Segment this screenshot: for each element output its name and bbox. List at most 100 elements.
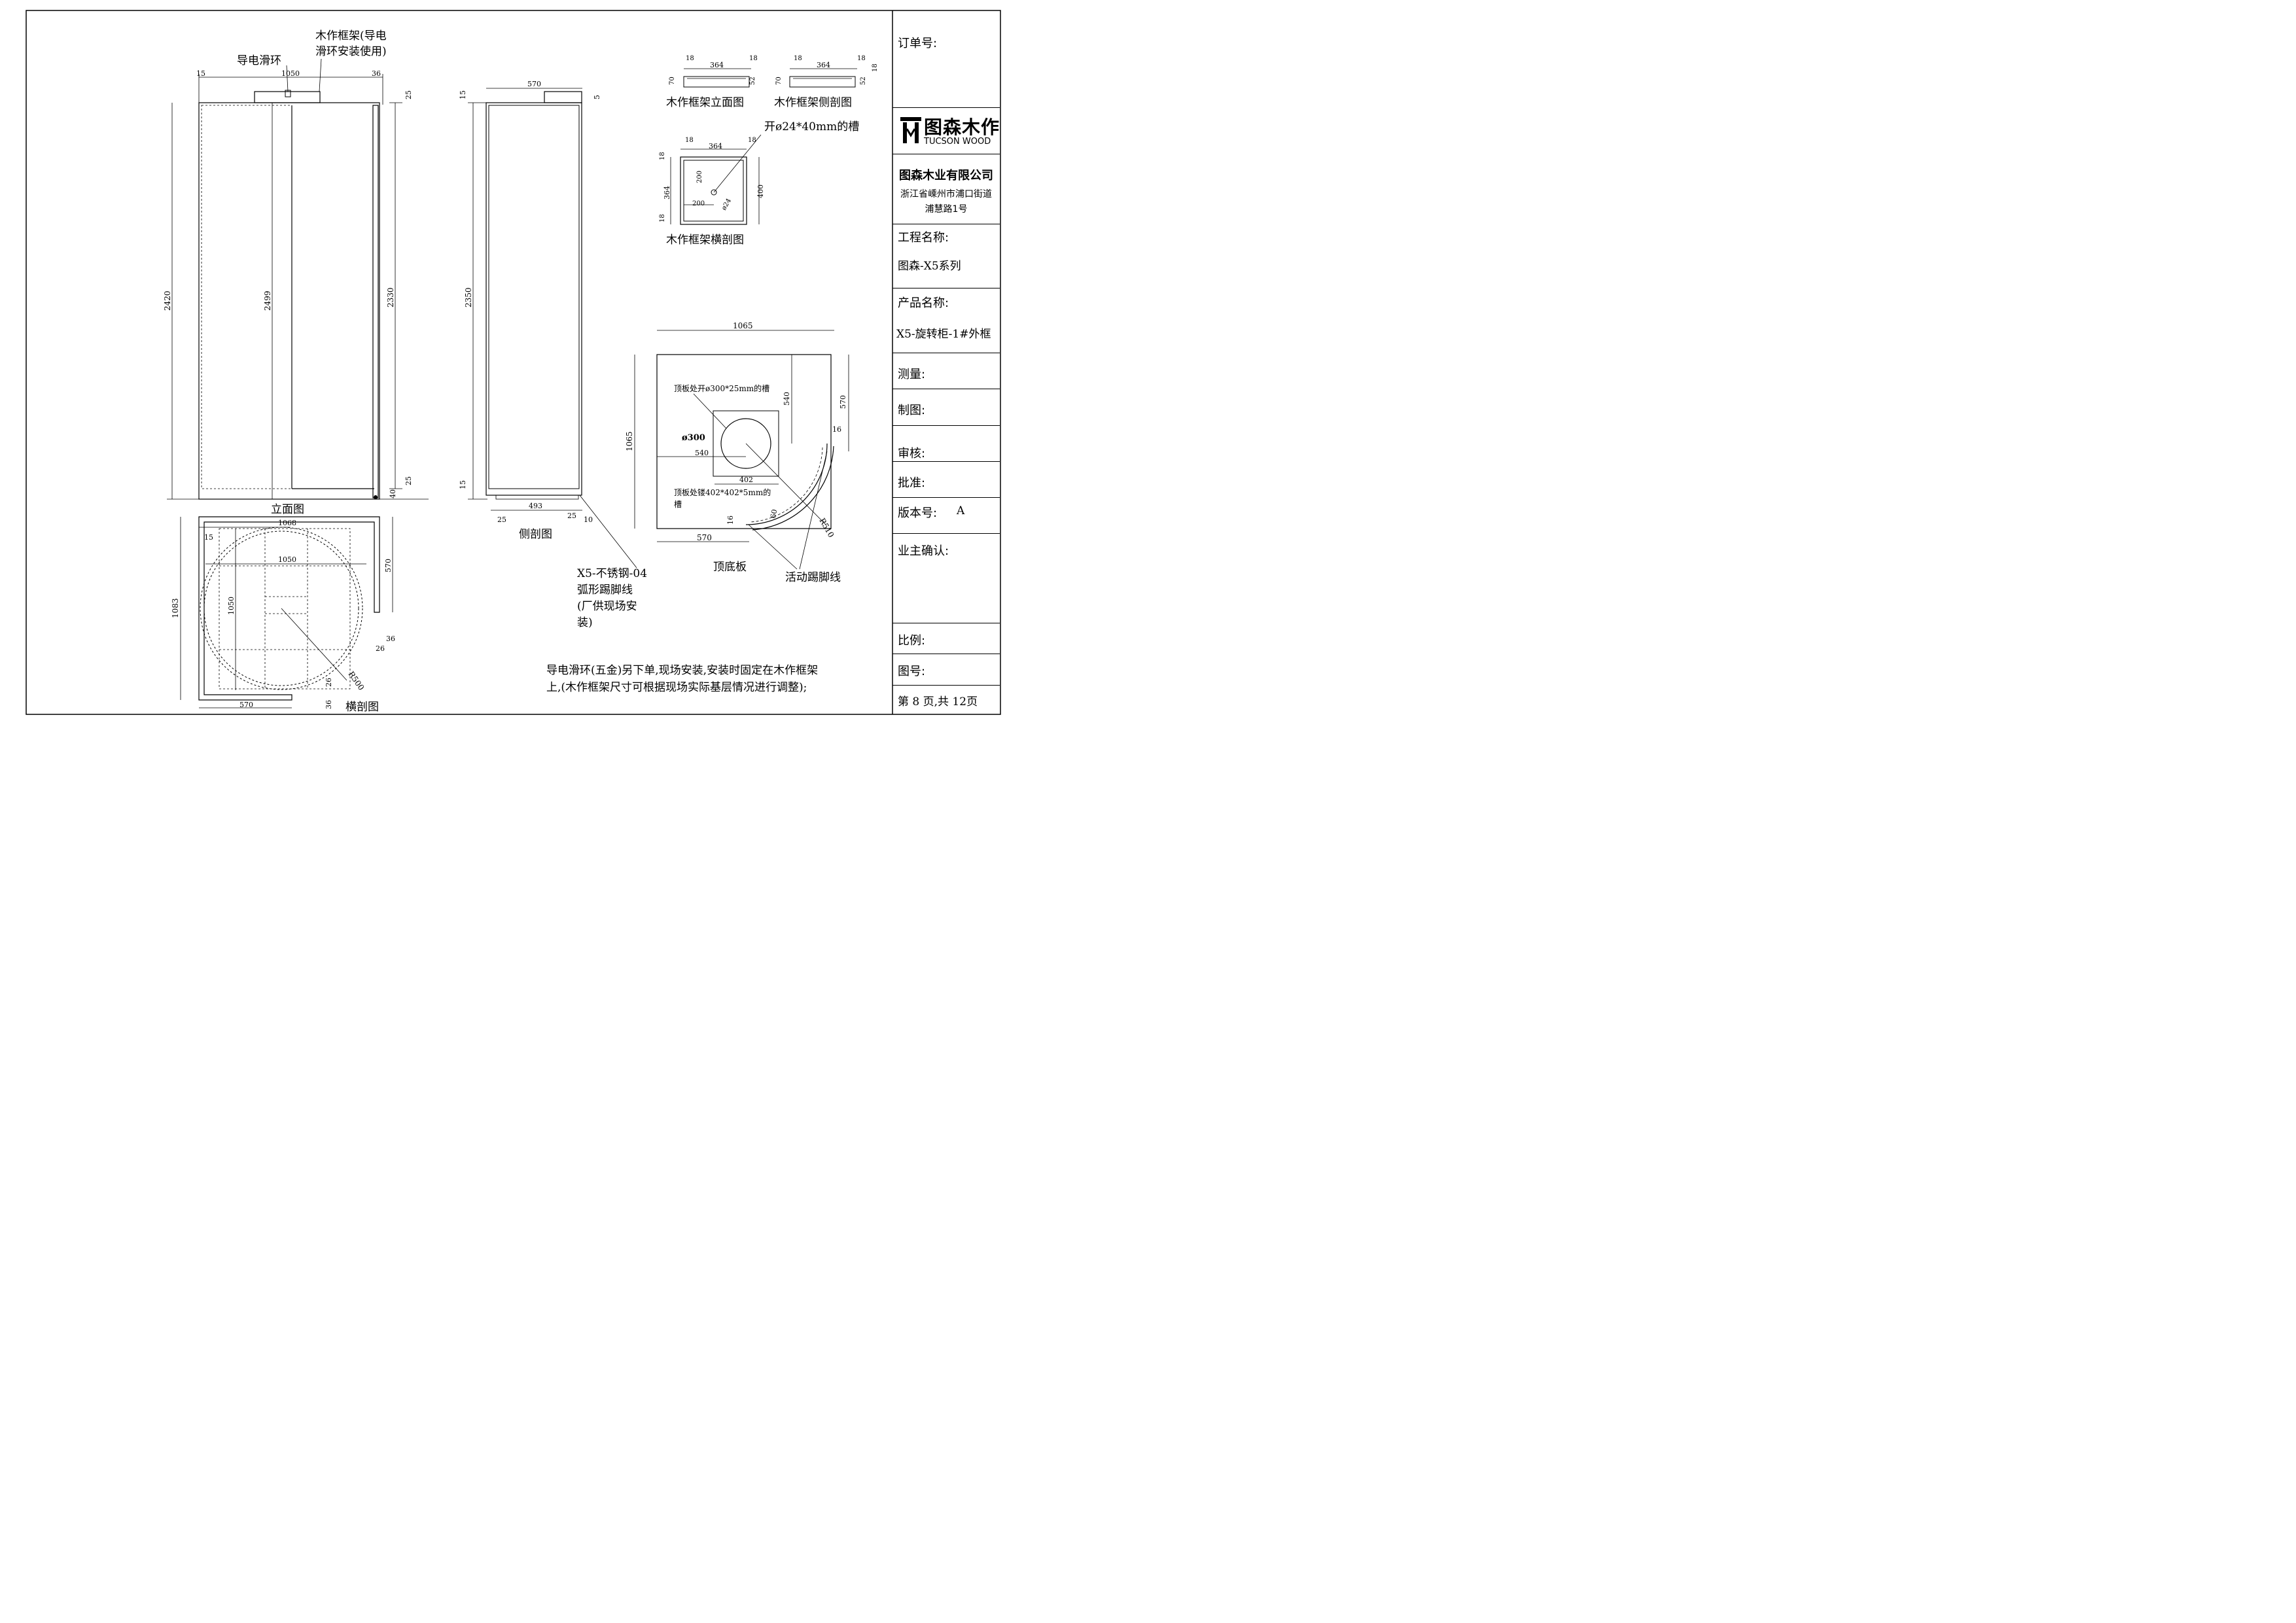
dim-plate-width: 1065 xyxy=(733,321,753,330)
side-inner-frame xyxy=(488,105,580,489)
slot-circle xyxy=(720,418,771,469)
side-base xyxy=(495,495,579,500)
dim-front-height-left: 2420 xyxy=(163,290,172,311)
project-value: 图森-X5系列 xyxy=(898,260,961,273)
dim-front-height-mid: 2499 xyxy=(263,290,272,311)
front-view xyxy=(167,58,429,500)
dim-side-base-right: 25 xyxy=(567,512,576,520)
cross-hole-icon xyxy=(711,189,717,196)
page-info: 第 8 页,共 12页 xyxy=(898,695,978,708)
front-view-title: 立面图 xyxy=(271,503,304,516)
dim-side-base-left: 25 xyxy=(497,515,506,524)
dim-cross-26-a: 26 xyxy=(376,644,385,653)
tb-product-cell: 产品名称: X5-旋转柜-1#外框 xyxy=(892,288,1000,353)
dim-cross-outer: 400 xyxy=(756,184,765,198)
dim-side-sec-height: 70 xyxy=(775,77,783,85)
dim-cross-570-right: 570 xyxy=(384,559,393,572)
dim-cross-left: 18 xyxy=(685,137,694,144)
company-address-1: 浙江省嵊州市浦口街道 xyxy=(900,189,992,200)
front-side-post xyxy=(372,105,379,498)
dim-cross-1083: 1083 xyxy=(171,598,180,618)
review-label: 审核: xyxy=(898,447,926,461)
side-callout-2: 弧形踢脚线 xyxy=(577,584,633,597)
project-label: 工程名称: xyxy=(898,231,949,245)
brand-en: TUCSON WOOD xyxy=(924,137,991,147)
top-plate xyxy=(634,330,849,570)
product-value: X5-旋转柜-1#外框 xyxy=(896,328,991,341)
dim-plate-60: 60 xyxy=(769,508,779,519)
callout-wood-frame-2: 滑环安装使用) xyxy=(315,44,387,58)
tb-project-cell: 工程名称: 图森-X5系列 xyxy=(892,224,1000,288)
side-view-title: 侧剖图 xyxy=(519,528,552,541)
dim-plate-402: 402 xyxy=(739,476,753,484)
recess-square xyxy=(713,410,779,477)
dim-cross-height: 364 xyxy=(663,186,671,200)
scale-label: 比例: xyxy=(898,634,926,648)
version-label: 版本号: xyxy=(898,506,938,520)
dim-cross-1050-h: 1050 xyxy=(278,555,296,564)
dim-side-width: 570 xyxy=(527,80,541,88)
dim-front-top-edge: 25 xyxy=(404,90,413,99)
tb-owner-cell: 业主确认: xyxy=(892,533,1000,623)
note-plate-recess-2: 槽 xyxy=(674,500,682,509)
side-callout-3: (厂供现场安 xyxy=(577,600,637,613)
top-plate-outline xyxy=(656,354,832,529)
brand-cn: 图森木作 xyxy=(924,116,1000,138)
drawing-no-label: 图号: xyxy=(898,665,926,678)
bottom-note-line-2: 上,(木作框架尺寸可根据现场实际基层情况进行调整); xyxy=(546,681,807,694)
company-name: 图森木业有限公司 xyxy=(899,169,993,183)
dim-elev-height: 70 xyxy=(669,77,676,85)
frame-details xyxy=(670,68,857,225)
dim-cross-offset-h: 200 xyxy=(692,200,705,207)
note-plate-slot: 顶板处开ø300*25mm的槽 xyxy=(674,383,769,393)
tb-review-cell: 审核: xyxy=(892,425,1000,461)
dim-cross-width: 364 xyxy=(709,142,722,150)
tb-version-cell: 版本号: A xyxy=(892,497,1000,533)
dim-plate-540-h: 540 xyxy=(695,449,709,457)
dim-cross-36-a: 36 xyxy=(386,635,395,643)
brand-logo: 图森木作 TUCSON WOOD xyxy=(892,107,1000,154)
cross-l-frame xyxy=(198,516,380,701)
bottom-note-line-1: 导电滑环(五金)另下单,现场安装,安装时固定在木作框架 xyxy=(546,664,818,677)
dim-side-bottom: 15 xyxy=(459,480,467,489)
dim-elev-left: 18 xyxy=(686,55,694,62)
measure-label: 测量: xyxy=(898,368,926,381)
tucson-wood-mark-icon xyxy=(900,117,921,143)
top-plate-title: 顶底板 xyxy=(713,561,747,574)
dim-cross-570-bottom: 570 xyxy=(239,701,253,709)
side-callout-4: 装) xyxy=(577,616,593,629)
dim-front-top-left: 15 xyxy=(196,69,205,78)
dim-side-sec-inner: 52 xyxy=(860,77,867,85)
tb-approve-cell: 批准: xyxy=(892,461,1000,497)
front-wood-frame xyxy=(254,91,321,103)
dim-front-height-right: 2330 xyxy=(386,287,395,307)
tb-drawing-cell: 制图: xyxy=(892,389,1000,425)
dim-cross-1050-v: 1050 xyxy=(227,597,236,615)
front-outer-frame xyxy=(198,102,380,500)
dim-elev-inner: 52 xyxy=(749,77,756,85)
tb-order-cell: 订单号: xyxy=(892,10,1000,107)
dim-plate-540-v: 540 xyxy=(783,392,791,406)
dim-plate-height: 1065 xyxy=(625,431,634,451)
dim-cross-1068: 1068 xyxy=(278,519,296,527)
tb-drawing-no-cell: 图号: xyxy=(892,654,1000,685)
side-view xyxy=(468,88,637,568)
cross-section-title: 木作框架横剖图 xyxy=(666,234,744,247)
dim-side-height: 2350 xyxy=(464,287,473,307)
side-callout-1: X5-不锈钢-04 xyxy=(577,567,647,580)
dim-side-top: 15 xyxy=(459,90,467,99)
dim-side-sec-depth: 18 xyxy=(872,63,879,72)
cross-shelf-grid xyxy=(219,528,351,689)
sheet-border xyxy=(26,10,1001,715)
company-address-2: 浦慧路1号 xyxy=(925,204,968,215)
version-value: A xyxy=(957,504,965,517)
dim-cross-right: 18 xyxy=(748,137,756,144)
dim-plate-16-top: 16 xyxy=(832,425,841,434)
tb-page-cell: 第 8 页,共 12页 xyxy=(892,685,1000,714)
callout-slip-ring: 导电滑环 xyxy=(237,54,281,67)
side-callout-leader xyxy=(579,495,637,568)
approve-label: 批准: xyxy=(898,476,926,490)
tb-scale-cell: 比例: xyxy=(892,623,1000,654)
cross-section xyxy=(180,516,393,708)
side-section-title: 木作框架侧剖图 xyxy=(774,96,852,109)
